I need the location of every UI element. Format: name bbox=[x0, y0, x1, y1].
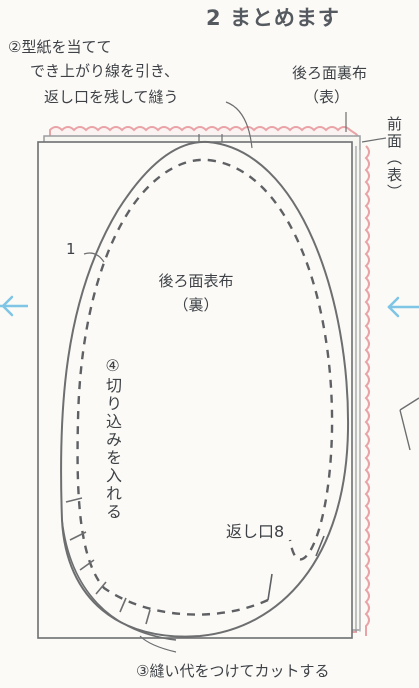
left-arrow-icon bbox=[0, 295, 28, 317]
back-lining-label-line1: 後ろ面裏布 bbox=[292, 64, 368, 82]
seam-allowance-mark: 1 bbox=[66, 240, 76, 258]
step2-line2: でき上がり線を引き、 bbox=[30, 62, 179, 80]
page-title: 2 まとめます bbox=[206, 6, 340, 30]
step3-label: ③縫い代をつけてカットする bbox=[136, 662, 330, 680]
step4-label: ④切り込みを入れる bbox=[103, 356, 122, 521]
stitching-line bbox=[76, 158, 334, 616]
front-label: 前面（表） bbox=[385, 116, 403, 201]
turning-opening-label: 返し口8 bbox=[226, 522, 285, 541]
front-panel-wavy-edge bbox=[364, 145, 370, 636]
back-outer-label-line2: （裏） bbox=[173, 296, 219, 314]
back-lining-label-line2: （表） bbox=[304, 88, 350, 106]
cut-line bbox=[60, 140, 350, 638]
back-outer-fabric bbox=[37, 141, 353, 639]
notch-cuts bbox=[65, 497, 151, 625]
step2-line1: ②型紙を当てて bbox=[8, 38, 112, 56]
right-arrow-icon bbox=[387, 296, 419, 318]
back-outer-label-line1: 後ろ面表布 bbox=[158, 272, 234, 290]
step2-line3: 返し口を残して縫う bbox=[44, 88, 179, 106]
